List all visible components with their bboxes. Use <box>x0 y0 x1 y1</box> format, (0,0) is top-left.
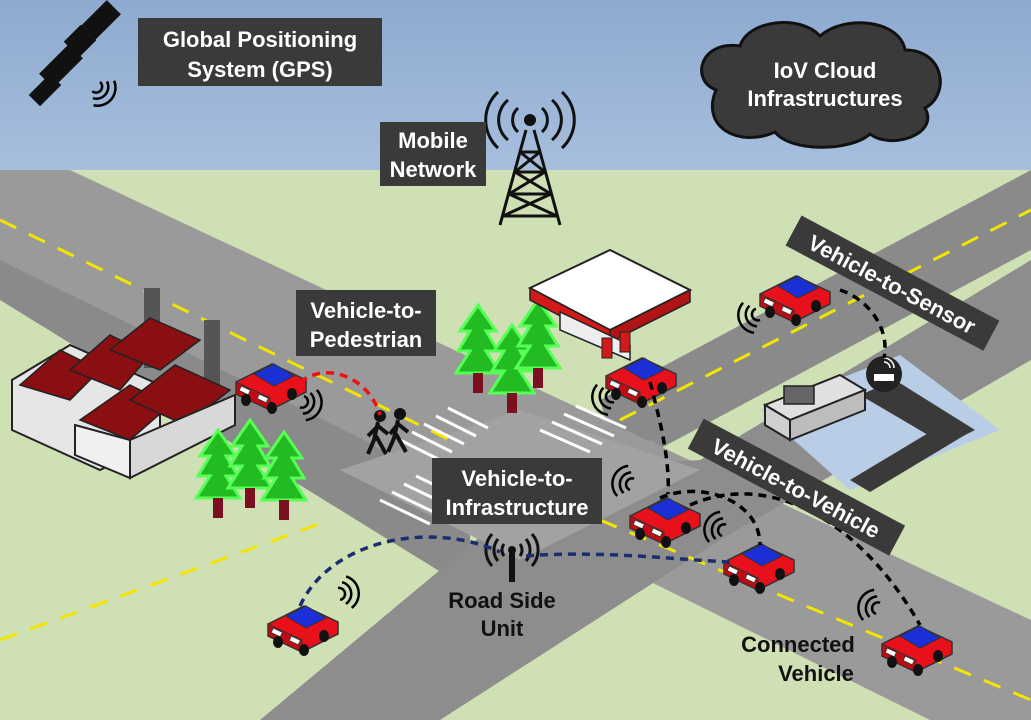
pedestrian-icon <box>366 408 410 455</box>
v2p-label-line1: Vehicle-to- <box>310 298 421 323</box>
road-right-diagonal-upper <box>600 170 1031 470</box>
crosswalk-left <box>399 406 489 462</box>
crosswalk-right <box>539 404 627 454</box>
crosswalk-bottom <box>379 474 467 526</box>
road-side-unit-icon <box>484 533 540 582</box>
gas-station-icon <box>527 248 693 362</box>
link-v2v-1 <box>659 489 762 546</box>
lane-marking-2 <box>599 518 1031 702</box>
link-rsu-left <box>298 535 501 607</box>
link-rsu-right <box>525 552 731 564</box>
rsu-label-line1: Road Side <box>448 588 556 613</box>
gps-label: Global Positioning System (GPS) <box>138 18 382 86</box>
connected-label-line1: Connected <box>741 632 855 657</box>
cloud-icon: IoV Cloud Infrastructures <box>700 21 942 149</box>
v2i-label: Vehicle-to- Infrastructure <box>432 458 602 524</box>
lane-marking-4 <box>0 518 331 642</box>
cloud-label-line1: IoV Cloud <box>774 58 877 83</box>
cell-tower-icon <box>484 90 576 226</box>
link-v2s <box>839 288 887 359</box>
gps-label-line1: Global Positioning <box>163 27 357 52</box>
mobile-label-line1: Mobile <box>398 128 468 153</box>
lane-marking-3 <box>619 208 1031 422</box>
v2i-label-line1: Vehicle-to- <box>461 466 572 491</box>
factory-icon <box>11 288 236 480</box>
connected-vehicle-label: Connected Vehicle <box>741 632 855 686</box>
rsu-label: Road Side Unit <box>448 588 556 641</box>
link-v2v-3 <box>648 381 671 495</box>
link-v2p <box>298 371 382 416</box>
v2p-label-line2: Pedestrian <box>310 327 423 352</box>
mobile-network-label: Mobile Network <box>380 122 486 186</box>
rsu-label-line2: Unit <box>481 616 524 641</box>
airport-icon <box>760 355 1000 492</box>
v2p-label: Vehicle-to- Pedestrian <box>296 290 436 356</box>
satellite-icon <box>28 0 123 113</box>
cloud-label-line2: Infrastructures <box>747 86 902 111</box>
connected-label-line2: Vehicle <box>778 661 854 686</box>
v2i-label-line2: Infrastructure <box>445 495 588 520</box>
gps-label-line2: System (GPS) <box>187 57 333 82</box>
mobile-label-line2: Network <box>390 157 478 182</box>
